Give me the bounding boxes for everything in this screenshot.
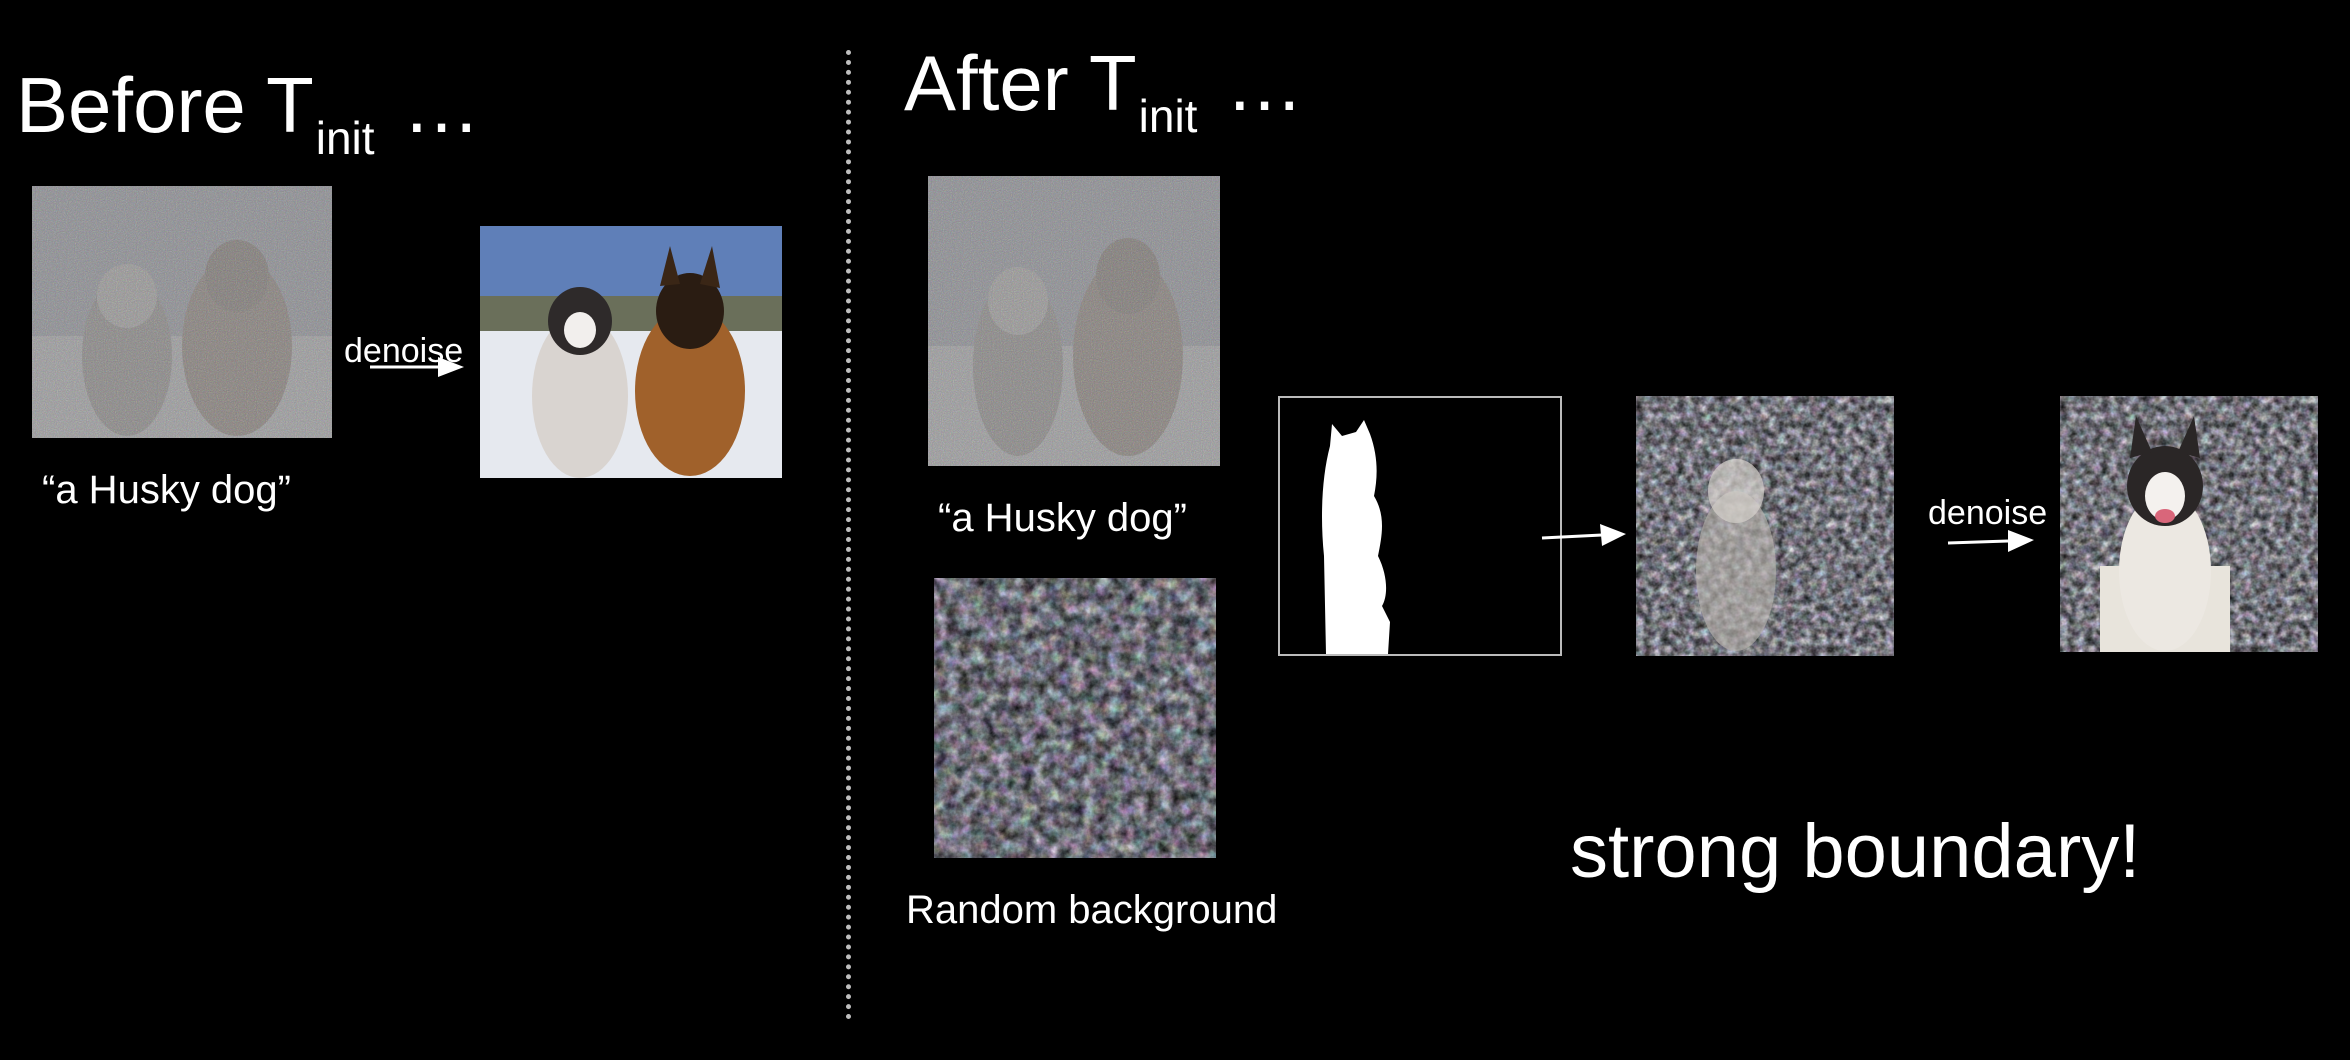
before-title: Before Tinit…: [16, 66, 481, 161]
before-title-dots: …: [402, 61, 481, 149]
noisy-dogs-image-right: [928, 176, 1220, 466]
clean-dogs-image: [480, 226, 782, 478]
random-background-label: Random background: [906, 888, 1278, 932]
result-image: [2060, 396, 2318, 652]
left-prompt: “a Husky dog”: [42, 468, 291, 512]
after-title-dots: …: [1225, 39, 1304, 127]
right-prompt: “a Husky dog”: [938, 496, 1187, 540]
noisy-dogs-image-left: [32, 186, 332, 438]
before-title-main: Before T: [16, 61, 314, 149]
right-denoise-arrow: [1947, 530, 2034, 552]
random-background-image: [934, 578, 1216, 858]
composite-image: [1636, 396, 1894, 656]
section-divider: [846, 50, 851, 1020]
left-denoise-arrow: [370, 357, 464, 377]
mask-image: [1278, 396, 1562, 656]
right-denoise-label: denoise: [1928, 494, 2048, 532]
before-title-sub: init: [315, 112, 375, 164]
mask-to-composite-arrow: [1541, 524, 1626, 546]
after-title-sub: init: [1138, 90, 1198, 142]
after-title: After Tinit…: [904, 44, 1303, 139]
after-title-main: After T: [904, 39, 1137, 127]
conclusion-text: strong boundary!: [1570, 809, 2141, 894]
